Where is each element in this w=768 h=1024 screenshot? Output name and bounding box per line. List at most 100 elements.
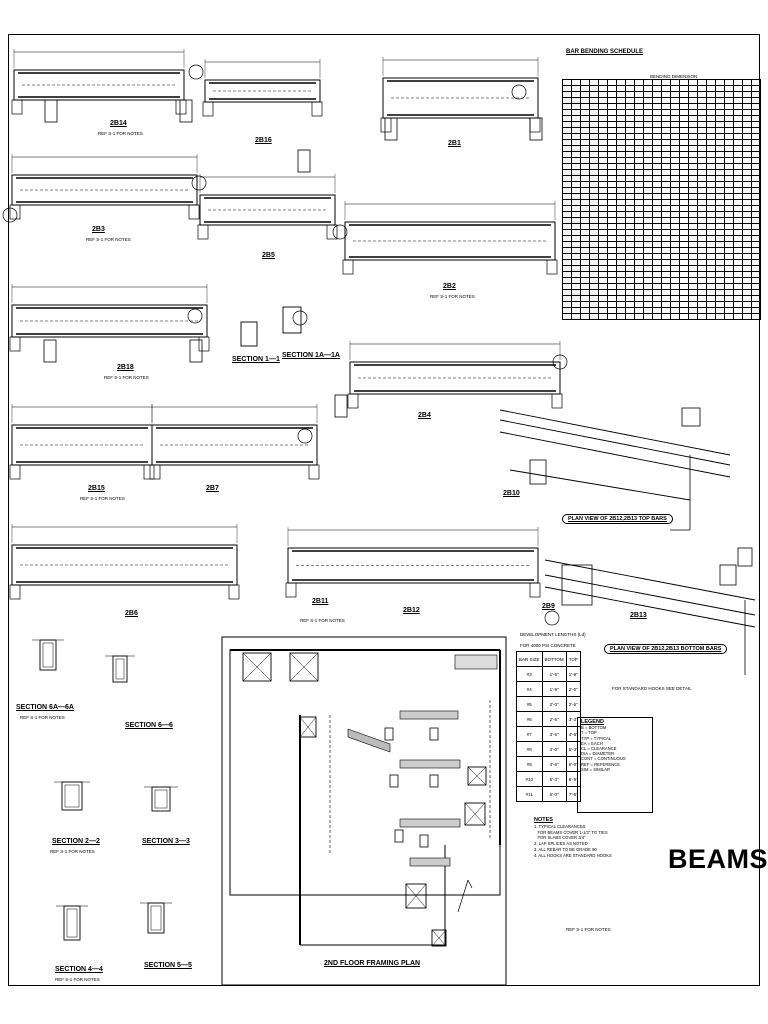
beam-2b15-support	[9, 464, 21, 480]
legend-item: CONT = CONTINUOUS	[581, 756, 626, 762]
opening-cross	[464, 802, 486, 826]
legend-item: T = TOP	[581, 730, 597, 736]
schedule-cell	[625, 313, 635, 320]
dev-table-subtitle: FOR 4000 PSI CONCRETE	[520, 643, 576, 648]
column	[429, 774, 439, 788]
table-cell: 5'-3"	[541, 771, 567, 787]
table-cell: 6'-0"	[541, 786, 567, 802]
scale-note: REF S-1 FOR NOTES	[80, 496, 125, 501]
section-outline	[39, 639, 57, 671]
beam-2b6-outline	[11, 544, 238, 586]
section-outline	[112, 655, 128, 683]
plan-top-bars-title: PLAN VIEW OF 2B12,2B13 TOP BARS	[562, 514, 673, 524]
beam-label-2b5: 2B5	[262, 252, 275, 259]
legend-item: SIM = SIMILAR	[581, 766, 610, 772]
schedule-row	[562, 175, 761, 182]
schedule-cell	[643, 313, 653, 320]
table-cell: #3	[516, 666, 543, 682]
floor-opening	[464, 802, 486, 826]
beam-2b7-outline	[151, 424, 318, 466]
schedule-cell	[607, 313, 617, 320]
column	[419, 834, 429, 848]
column	[384, 727, 394, 741]
legend-item: CL = CLEARANCE	[581, 746, 617, 752]
schedule-cell	[616, 313, 626, 320]
legend-item: REF = REFERENCE	[581, 761, 620, 767]
column	[394, 829, 404, 843]
beam-2b7-support	[149, 464, 161, 480]
beam-label-2b4: 2B4	[418, 412, 431, 419]
schedule-cell	[562, 313, 572, 320]
beam-label-2b7: 2B7	[206, 485, 219, 492]
section-1a-outline	[282, 306, 302, 334]
column-stub	[384, 117, 398, 141]
beam-2b11-support	[285, 582, 297, 598]
table-cell: 4'-0"	[541, 741, 567, 757]
table-header-row: BAR SIZE BOTTOM TOP	[516, 651, 581, 667]
section-callout-icon	[2, 207, 18, 223]
scale-note: REF S-1 FOR NOTES	[20, 715, 65, 720]
opening-cross	[467, 766, 487, 786]
legend-item: EA = EACH	[581, 740, 603, 746]
table-header: BAR SIZE	[516, 651, 543, 667]
legend-title: LEGEND	[581, 719, 604, 725]
beam-2b4-support	[551, 393, 563, 409]
schedule-cell	[634, 313, 644, 320]
schedule-row	[562, 307, 761, 314]
beam-2b6-support	[9, 584, 21, 600]
legend-item: B = BOTTOM	[581, 725, 607, 731]
beam-label-2b2: 2B2	[443, 283, 456, 290]
beam-2b5-support	[197, 224, 209, 240]
beam-2b18-outline	[11, 304, 208, 338]
schedule-cell	[661, 313, 671, 320]
section-outline	[147, 902, 165, 934]
stirrup	[66, 908, 78, 938]
section-label-2: SECTION 2—2	[52, 838, 100, 845]
note-item: 1. TYPICAL CLEARANCES	[534, 823, 586, 829]
section-label-6: SECTION 6—6	[125, 722, 173, 729]
scale-note: REF S-1 FOR NOTES	[300, 618, 345, 623]
beam-2b6-support	[228, 584, 240, 600]
schedule-row	[562, 169, 761, 176]
plan-top-bar	[499, 431, 731, 478]
scale-note: REF S-1 FOR NOTES	[55, 977, 100, 982]
beam-2b1-support	[529, 117, 541, 133]
opening-cross	[242, 652, 272, 682]
beam-2b4-support	[347, 393, 359, 409]
table-cell: 2'-0"	[565, 681, 581, 697]
table-cell: #6	[516, 711, 543, 727]
schedule-row	[562, 253, 761, 260]
table-cell: #11	[516, 786, 543, 802]
opening-cross	[289, 652, 319, 682]
beam-2b1-outline	[382, 77, 539, 119]
section-callout-icon	[332, 224, 348, 240]
legend-item: DIA = DIAMETER	[581, 751, 615, 757]
note-item: 4. ALL HOOKS ARE STANDARD HOOKS	[534, 852, 612, 858]
beam-label-2b6: 2B6	[125, 610, 138, 617]
hatched-beam	[399, 759, 461, 769]
table-cell: 1'-6"	[541, 666, 567, 682]
notes-block: NOTES 1. TYPICAL CLEARANCES FOR BEAMS CO…	[534, 817, 654, 859]
schedule-cell	[589, 313, 599, 320]
schedule-row	[562, 163, 761, 170]
schedule-row	[562, 199, 761, 206]
table-cell: #9	[516, 756, 543, 772]
beam-2b14-outline	[13, 69, 185, 101]
section-callout-icon	[544, 610, 560, 626]
table-cell: #10	[516, 771, 543, 787]
column-stub	[297, 149, 311, 173]
schedule-cell	[670, 313, 680, 320]
section-label-1a: SECTION 1A—1A	[282, 352, 340, 359]
schedule-row	[562, 157, 761, 164]
scale-note: REF S-1 FOR NOTES	[50, 849, 95, 854]
beam-2b14-support	[11, 99, 23, 115]
table-cell: 4'-6"	[541, 756, 567, 772]
schedule-row	[562, 277, 761, 284]
plan-column	[529, 459, 547, 485]
beam-label-2b16: 2B16	[255, 137, 272, 144]
section-callout-icon	[188, 64, 204, 80]
